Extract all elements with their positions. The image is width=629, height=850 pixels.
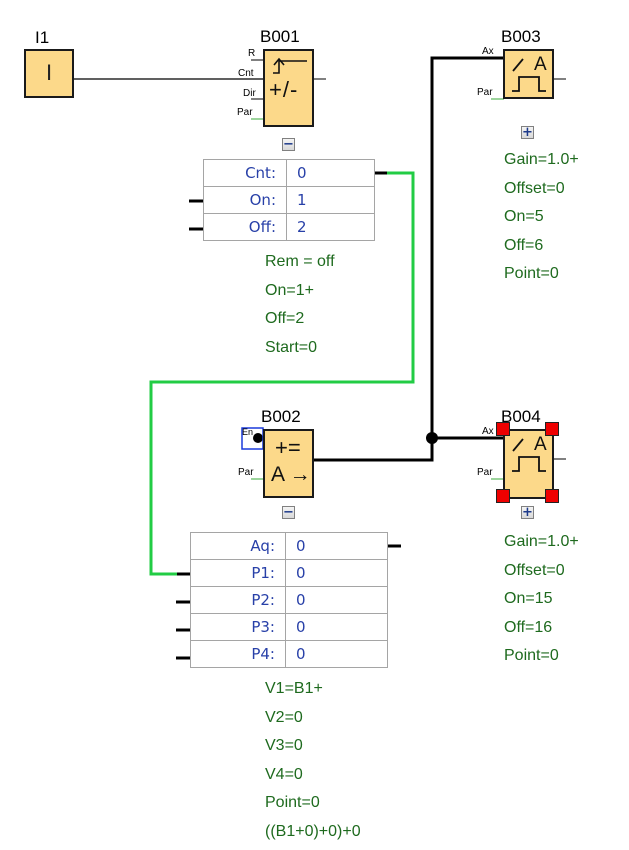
pin-label-par: Par [237,107,253,118]
wire-b001-cnt-to-b002-p1[interactable] [149,171,415,576]
param-line: Point=0 [504,647,559,664]
param-label: Off: [203,213,287,241]
resize-handle-bottom-left[interactable] [496,489,510,503]
param-line: Point=0 [504,265,559,282]
block-b004-title: B004 [501,407,541,426]
param-line: Rem = off [265,253,335,270]
counter-symbol: +/- [269,77,299,102]
pin-label-en: En [242,427,254,437]
pin-label-cnt: Cnt [238,68,254,79]
pin-label-par: Par [477,467,493,478]
param-value[interactable]: 0 [285,559,388,587]
resize-handle-top-left[interactable] [496,422,510,436]
param-line: Gain=1.0+ [504,533,579,550]
param-value[interactable]: 2 [286,213,375,241]
block-b004-analog-threshold[interactable]: A [503,429,554,499]
param-label: P3: [190,613,286,641]
plus-icon: + [522,125,533,140]
param-line: Off=16 [504,618,553,636]
param-line: On=15 [504,590,553,607]
param-label: P2: [190,586,286,614]
svg-text:A: A [534,54,547,75]
block-b001-up-down-counter[interactable]: +/- [263,49,314,127]
table-row[interactable]: P1: 0 [190,559,388,587]
block-i1-title: I1 [35,28,50,47]
block-b003-analog-threshold[interactable]: A [503,49,554,99]
block-b004-params: Gain=1.0+ Offset=0 On=15 Off=16 Point=0 [504,528,579,671]
pin-label-r: R [248,48,256,59]
wire-b002-out-to-analog[interactable] [313,56,504,462]
pin-label-par: Par [477,87,493,98]
param-line: On=5 [504,208,544,225]
table-row[interactable]: Off: 2 [203,213,375,241]
table-row[interactable]: Aq: 0 [190,532,388,560]
table-row[interactable]: P2: 0 [190,586,388,614]
block-b003-params: Gain=1.0+ Offset=0 On=5 Off=6 Point=0 [504,146,579,289]
svg-text:A: A [534,434,547,455]
analog-threshold-icon: A [512,434,547,472]
wire-junction-dot [426,432,438,444]
block-b003-expand-toggle[interactable]: + [521,125,534,140]
param-value[interactable]: 0 [285,640,388,668]
block-b002-collapse-toggle[interactable]: − [282,505,295,520]
resize-handle-bottom-right[interactable] [545,489,559,503]
param-line: Gain=1.0+ [504,151,579,168]
pin-label-dir: Dir [243,88,256,99]
param-line: Offset=0 [504,561,565,579]
param-line: V2=0 [265,708,303,726]
math-symbol-top: += [275,435,301,460]
param-line: Start=0 [265,338,318,356]
param-line: On=1+ [265,281,314,299]
param-line: V1=B1+ [265,680,323,697]
param-line: Point=0 [265,794,320,811]
param-label: P1: [190,559,286,587]
param-value[interactable]: 0 [285,586,388,614]
block-b001-collapse-toggle[interactable]: − [282,137,295,152]
block-b001-params: Rem = off On=1+ Off=2 Start=0 [265,248,335,362]
table-row[interactable]: On: 1 [203,186,375,214]
param-label: On: [203,186,287,214]
counter-edge-icon [273,57,307,74]
block-i1[interactable]: I [24,49,74,98]
resize-handle-top-right[interactable] [545,422,559,436]
pin-b002-en-dot [253,433,263,443]
pin-label-ax: Ax [482,46,494,57]
param-line: V4=0 [265,765,303,783]
block-b002-math-instruction[interactable]: += A → [263,429,314,498]
block-b002-params: V1=B1+ V2=0 V3=0 V4=0 Point=0 ((B1+0)+0)… [265,675,361,846]
analog-threshold-icon: A [512,54,547,92]
table-row[interactable]: Cnt: 0 [203,159,375,187]
param-line: V3=0 [265,737,303,754]
param-line: Offset=0 [504,179,565,197]
minus-icon: − [283,505,294,520]
math-symbol-bottom: A → [271,463,311,486]
plus-icon: + [522,505,533,520]
param-line: Off=2 [265,310,305,327]
param-value[interactable]: 0 [286,159,375,187]
minus-icon: − [283,137,294,152]
param-label: Cnt: [203,159,287,187]
param-line: ((B1+0)+0)+0 [265,822,361,840]
block-b002-title: B002 [261,407,301,426]
table-row[interactable]: P3: 0 [190,613,388,641]
param-label: Aq: [190,532,286,560]
table-row[interactable]: P4: 0 [190,640,388,668]
param-value[interactable]: 1 [286,186,375,214]
block-b004-expand-toggle[interactable]: + [521,505,534,520]
param-label: P4: [190,640,286,668]
block-b002-param-table: Aq: 0 P1: 0 P2: 0 P3: 0 P4: 0 [190,532,388,668]
pin-label-ax: Ax [482,426,494,437]
param-value[interactable]: 0 [285,613,388,641]
param-value[interactable]: 0 [285,532,388,560]
pin-label-par: Par [238,467,254,478]
block-b003-title: B003 [501,27,541,46]
input-symbol: I [45,60,53,85]
block-b001-title: B001 [260,27,300,46]
block-b001-param-table: Cnt: 0 On: 1 Off: 2 [203,159,375,241]
param-line: Off=6 [504,236,544,254]
